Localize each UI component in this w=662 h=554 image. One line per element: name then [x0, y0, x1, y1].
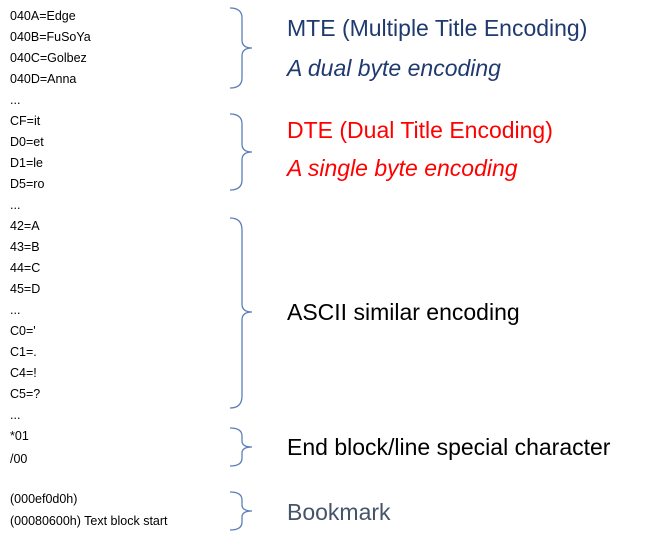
code-line: *01 — [10, 429, 29, 443]
code-line: 040B=FuSoYa — [10, 30, 91, 44]
code-line: (00080600h) Text block start — [10, 514, 168, 528]
code-line: D0=et — [10, 135, 44, 149]
code-line: C1=. — [10, 345, 37, 359]
code-line: 44=C — [10, 261, 41, 275]
brace-bookmark — [229, 491, 253, 531]
code-line: 040D=Anna — [10, 72, 77, 86]
brace-end — [229, 427, 253, 467]
dte-subtitle: A single byte encoding — [287, 155, 518, 181]
code-line: /00 — [10, 452, 28, 466]
code-line: 43=B — [10, 240, 40, 254]
code-line: C5=? — [10, 387, 41, 401]
code-line: C0=' — [10, 324, 36, 338]
code-line: D1=le — [10, 156, 44, 170]
brace-dte — [229, 113, 253, 191]
code-line: 040A=Edge — [10, 9, 76, 23]
code-line: CF=it — [10, 114, 41, 128]
code-line: D5=ro — [10, 177, 45, 191]
brace-ascii — [229, 217, 253, 409]
code-line: 040C=Golbez — [10, 51, 87, 65]
code-line: 45=D — [10, 282, 41, 296]
ellipsis: ... — [10, 408, 21, 422]
bookmark-title: Bookmark — [287, 499, 391, 525]
code-line: (000ef0d0h) — [10, 492, 78, 506]
brace-mte — [229, 7, 253, 89]
ellipsis: ... — [10, 303, 21, 317]
code-line: 42=A — [10, 219, 40, 233]
ascii-title: ASCII similar encoding — [287, 299, 520, 325]
code-line: C4=! — [10, 366, 37, 380]
mte-title: MTE (Multiple Title Encoding) — [287, 15, 588, 41]
dte-title: DTE (Dual Title Encoding) — [287, 117, 553, 143]
end-title: End block/line special character — [287, 434, 611, 460]
ellipsis: ... — [10, 198, 21, 212]
ellipsis: ... — [10, 93, 21, 107]
mte-subtitle: A dual byte encoding — [287, 55, 501, 81]
